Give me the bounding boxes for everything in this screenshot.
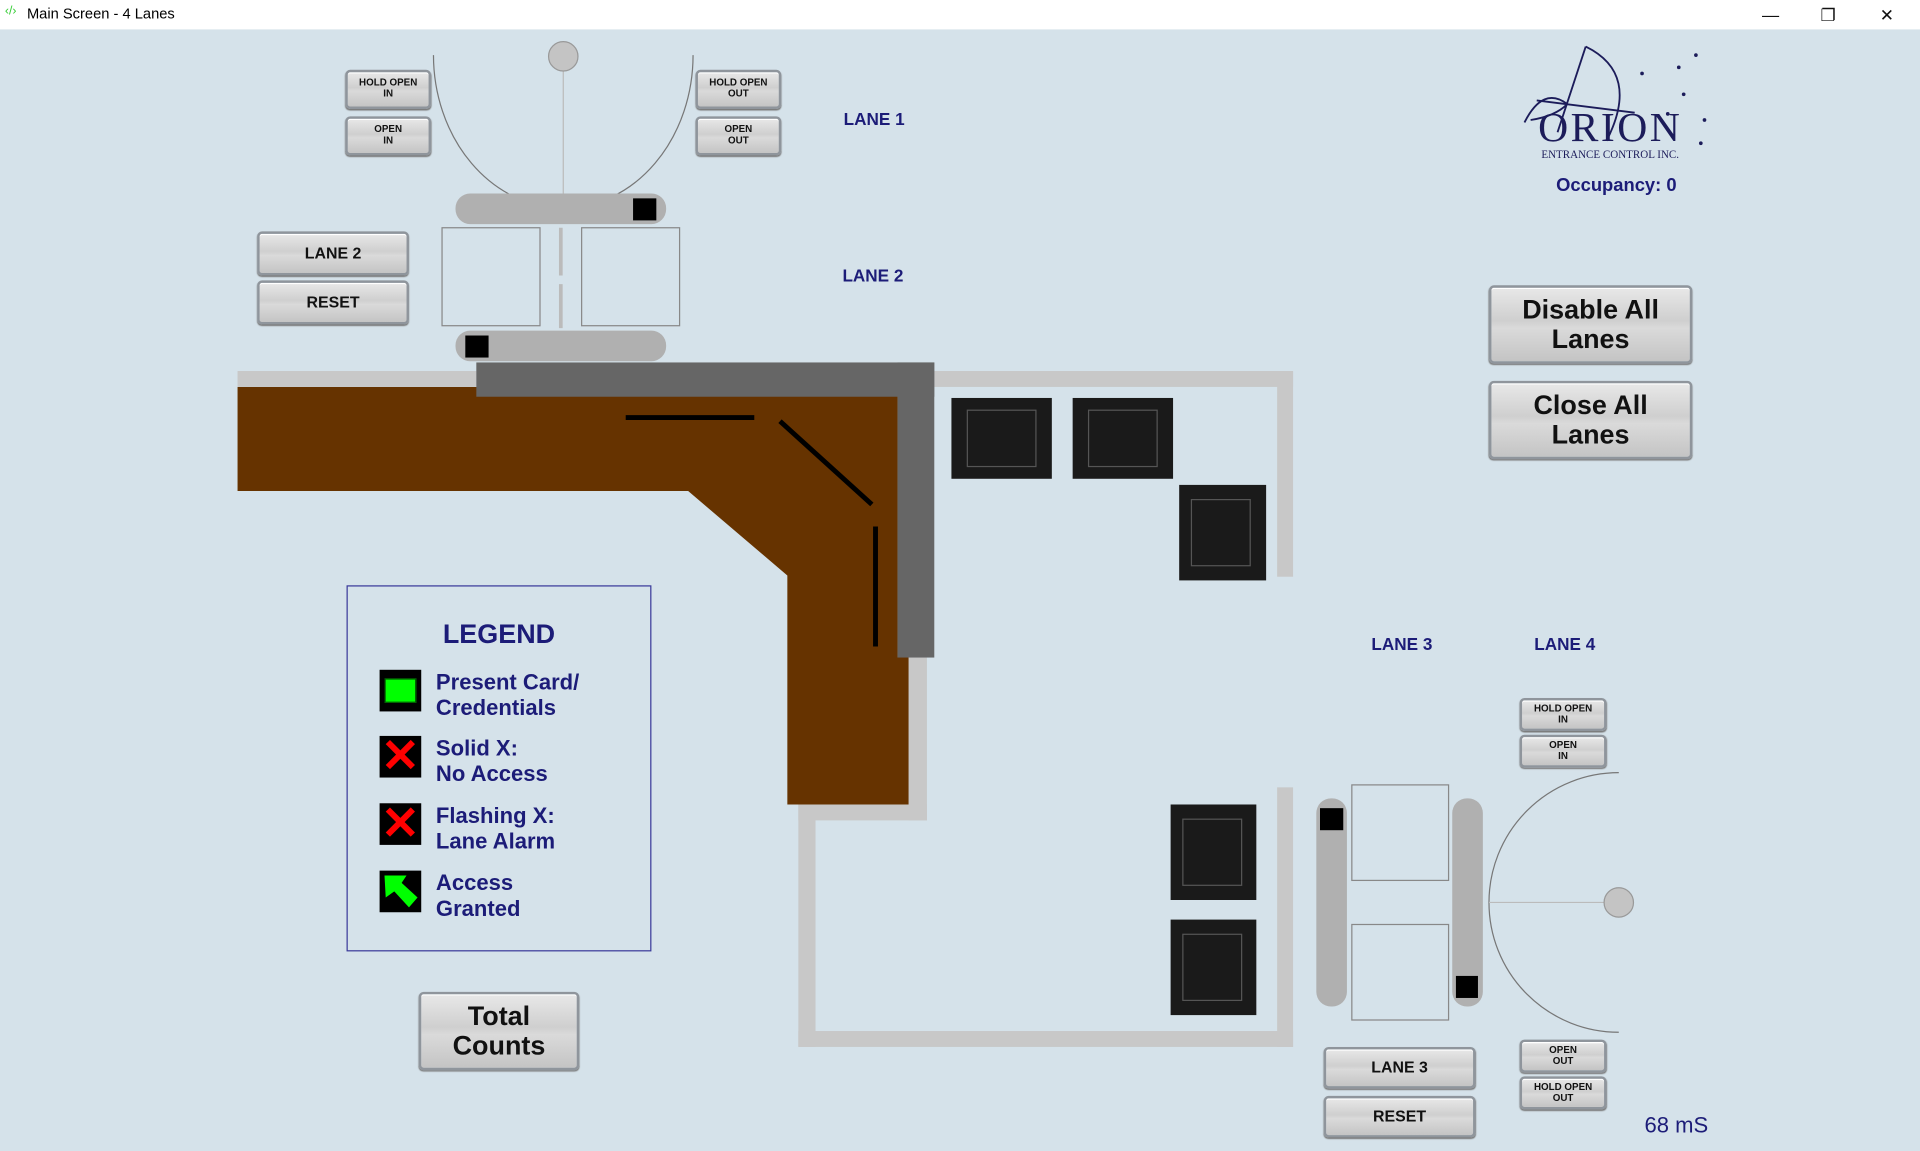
lane4-open-out-button[interactable]: OPEN OUT — [1519, 1039, 1607, 1073]
lane4-pivot-icon — [1603, 887, 1635, 918]
red-x-icon: ✕ — [379, 731, 422, 783]
close-button[interactable]: ✕ — [1879, 4, 1895, 25]
lane1-label: LANE 1 — [843, 108, 905, 129]
lane3-indicator — [1320, 808, 1344, 831]
wall — [798, 804, 927, 821]
orion-logo — [1523, 45, 1707, 146]
lane2-label: LANE 2 — [842, 265, 904, 286]
wall — [237, 371, 477, 387]
green-arrow-icon — [379, 870, 422, 913]
lane4-indicator — [1455, 975, 1478, 998]
desk-counter — [897, 362, 935, 658]
title-bar: ‹/› Main Screen - 4 Lanes — ❐ ✕ — [0, 0, 1920, 30]
lane3-barrier — [1316, 798, 1347, 1007]
reception-desk — [237, 386, 909, 805]
lane2-barrier — [455, 330, 667, 362]
chair-icon — [1179, 484, 1267, 581]
chair-icon — [1170, 804, 1257, 901]
chair-icon — [1170, 919, 1257, 1016]
green-card-icon — [379, 669, 422, 712]
legend-item-label: Access Granted — [435, 870, 521, 921]
lane-cell — [1351, 784, 1450, 882]
lane-cell — [1351, 923, 1450, 1021]
legend: LEGEND Present Card/ Credentials ✕ Solid… — [346, 585, 652, 952]
red-x-flashing-icon: ✕ — [379, 798, 422, 850]
occupancy-count: Occupancy: 0 — [1556, 175, 1677, 196]
legend-item-label: Present Card/ Credentials — [435, 669, 580, 721]
restore-button[interactable]: ❐ — [1820, 4, 1836, 25]
lane4-label: LANE 4 — [1534, 634, 1596, 654]
wall — [934, 371, 1294, 387]
app-icon: ‹/› — [4, 4, 17, 19]
wall — [1277, 787, 1294, 1047]
lane3-label: LANE 3 — [1371, 634, 1433, 654]
chair-icon — [951, 397, 1052, 479]
chair-icon — [1072, 397, 1174, 479]
lane1-pivot-icon — [547, 41, 579, 72]
lane4-barrier — [1452, 798, 1483, 1007]
lane1-open-out-button[interactable]: OPEN OUT — [695, 116, 782, 156]
desk-counter — [476, 362, 935, 397]
wall — [798, 1031, 1294, 1047]
wall — [1277, 371, 1294, 577]
legend-item-label: Flashing X: Lane Alarm — [435, 803, 556, 854]
lane2-indicator — [465, 335, 489, 358]
lane1-barrier — [455, 193, 667, 225]
wall — [798, 804, 816, 1047]
legend-title: LEGEND — [442, 618, 556, 649]
lane-cell — [581, 227, 681, 327]
lane2-reset-button[interactable]: RESET — [257, 280, 409, 325]
lane3-reset-button[interactable]: RESET — [1323, 1095, 1476, 1138]
desk-line — [778, 419, 874, 507]
lane4-hold-open-in-button[interactable]: HOLD OPEN IN — [1519, 697, 1607, 732]
lane4-open-in-button[interactable]: OPEN IN — [1519, 734, 1607, 768]
logo-tagline: ENTRANCE CONTROL INC. — [1541, 148, 1680, 161]
lane1-hold-open-in-button[interactable]: HOLD OPEN IN — [345, 69, 432, 109]
lane3-button[interactable]: LANE 3 — [1323, 1046, 1476, 1089]
minimize-button[interactable]: — — [1762, 4, 1780, 25]
disable-all-lanes-button[interactable]: Disable All Lanes — [1488, 285, 1693, 364]
logo-wordmark: ORION — [1538, 105, 1683, 151]
wall — [908, 657, 927, 821]
lane-cell — [441, 227, 541, 327]
lane1-hold-open-out-button[interactable]: HOLD OPEN OUT — [695, 69, 782, 109]
window-title: Main Screen - 4 Lanes — [26, 4, 175, 23]
lane1-open-in-button[interactable]: OPEN IN — [345, 116, 432, 156]
latency-readout: 68 mS — [1644, 1113, 1709, 1138]
lane4-hold-open-out-button[interactable]: HOLD OPEN OUT — [1519, 1076, 1607, 1110]
legend-item-label: Solid X: No Access — [435, 735, 548, 787]
lane2-button[interactable]: LANE 2 — [257, 231, 409, 276]
lane1-indicator — [633, 198, 657, 221]
total-counts-button[interactable]: Total Counts — [418, 991, 580, 1071]
close-all-lanes-button[interactable]: Close All Lanes — [1488, 380, 1693, 460]
